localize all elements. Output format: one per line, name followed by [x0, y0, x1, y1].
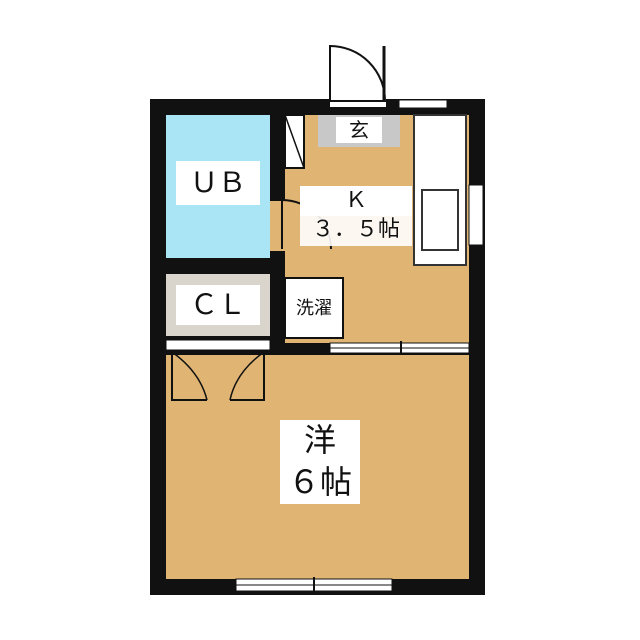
kitchen-label-line1: Ｋ	[300, 186, 412, 216]
entrance-door	[329, 44, 387, 102]
kitchen-sink	[421, 189, 459, 251]
entrance-mat	[336, 117, 382, 143]
kitchen-label-line2: ３．５帖	[300, 214, 412, 246]
closet-door-left	[171, 352, 207, 401]
unit-bath-label: ＵＢ	[176, 161, 260, 205]
washer-box	[284, 277, 344, 339]
right-window	[468, 184, 484, 246]
western-room-label-line2: ６帖	[280, 460, 360, 504]
top-window	[398, 99, 448, 109]
closet-label: ＣＬ	[176, 285, 260, 325]
western-room-label-line1: 洋	[280, 420, 360, 460]
washer-label: 洗濯	[296, 298, 332, 319]
closet-door-right	[230, 352, 265, 401]
entrance-label: 玄	[349, 118, 369, 142]
